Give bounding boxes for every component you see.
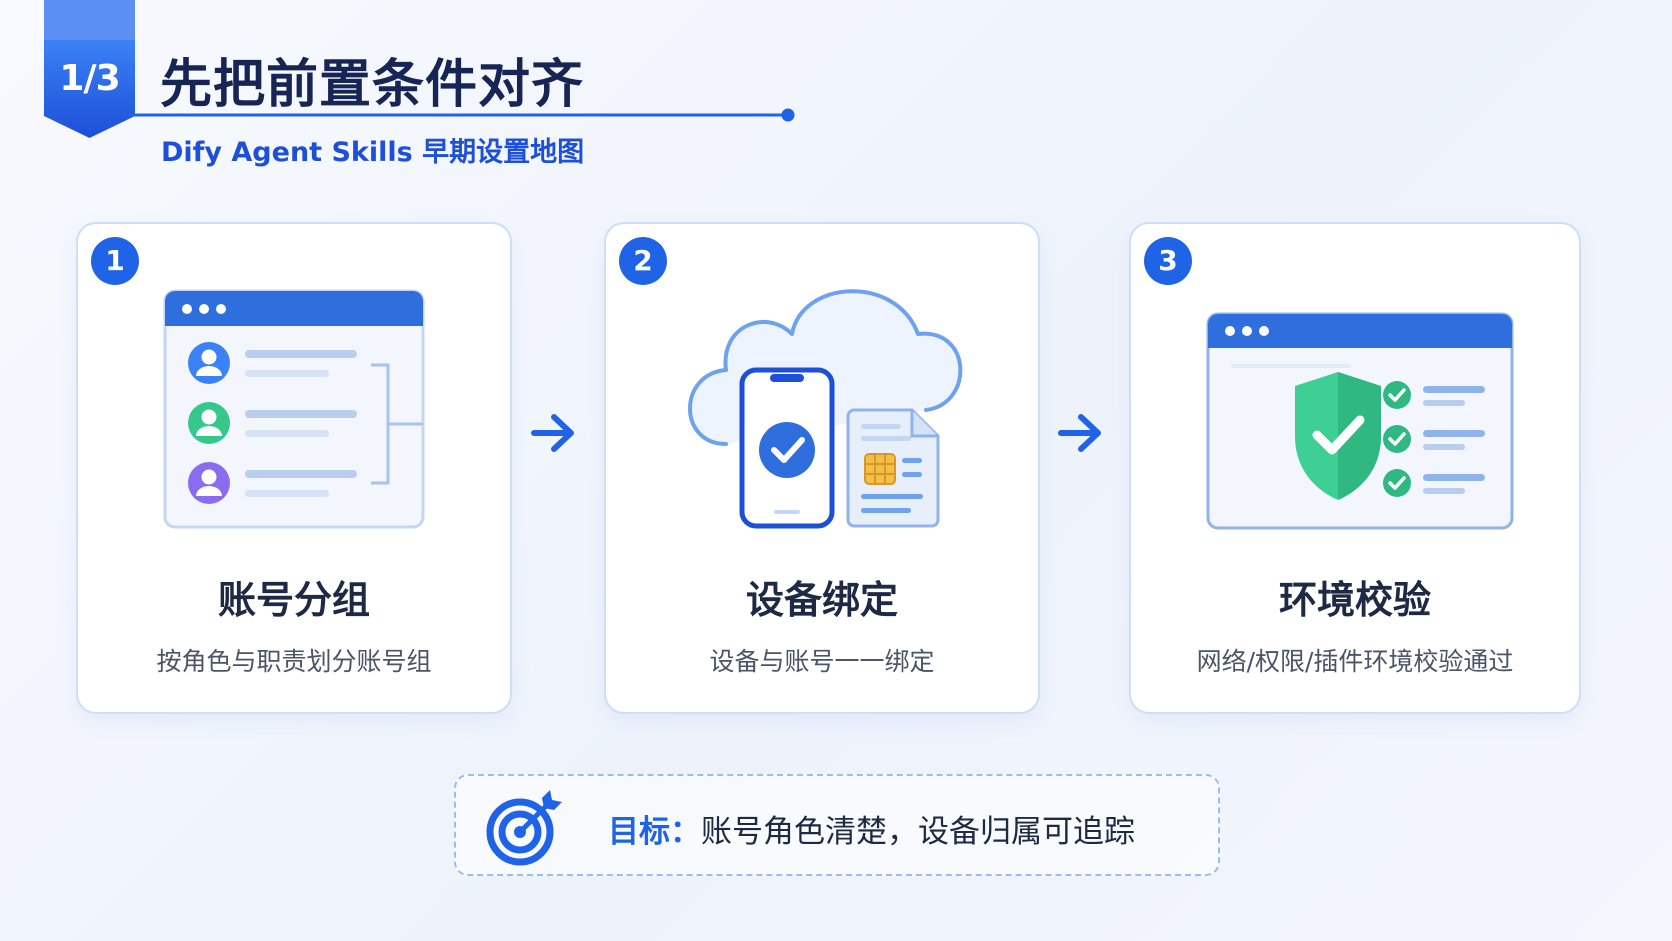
step-badge: 1/3 xyxy=(44,0,135,140)
title-underline xyxy=(130,108,795,122)
step-card-account-group: 1 账号分组 按角色与职责划分账号组 xyxy=(76,222,512,714)
step-card-environment-check: 3 环境校验 网络/权限/插件环境校验通过 xyxy=(1129,222,1581,714)
goal-box: 目标：账号角色清楚，设备归属可追踪 xyxy=(454,774,1220,876)
step-number: 3 xyxy=(1144,237,1192,285)
step-number: 2 xyxy=(619,237,667,285)
step-badge-text: 1/3 xyxy=(59,58,120,99)
card-description: 网络/权限/插件环境校验通过 xyxy=(1196,647,1514,676)
step-badge-shape xyxy=(44,0,135,138)
page-subtitle: Dify Agent Skills 早期设置地图 xyxy=(161,137,585,168)
arrow-right-icon xyxy=(1058,414,1101,452)
account-group-window-icon xyxy=(163,289,425,529)
shield-checklist-window-icon xyxy=(1206,312,1514,530)
card-description: 设备与账号一一绑定 xyxy=(709,647,935,676)
card-description: 按角色与职责划分账号组 xyxy=(156,647,432,676)
target-icon xyxy=(486,790,562,866)
step-card-device-binding: 2 设备绑定 设备与账号一一绑定 xyxy=(604,222,1040,714)
card-title: 环境校验 xyxy=(1278,578,1431,622)
goal-body: 账号角色清楚，设备归属可追踪 xyxy=(701,814,1135,850)
card-title: 设备绑定 xyxy=(745,578,898,622)
goal-label: 目标： xyxy=(608,814,701,850)
page-title: 先把前置条件对齐 xyxy=(160,55,585,115)
cloud-phone-sim-icon xyxy=(688,289,963,529)
goal-text: 目标：账号角色清楚，设备归属可追踪 xyxy=(608,806,1135,851)
arrow-right-icon xyxy=(531,414,574,452)
card-title: 账号分组 xyxy=(217,578,370,622)
step-number: 1 xyxy=(91,237,139,285)
